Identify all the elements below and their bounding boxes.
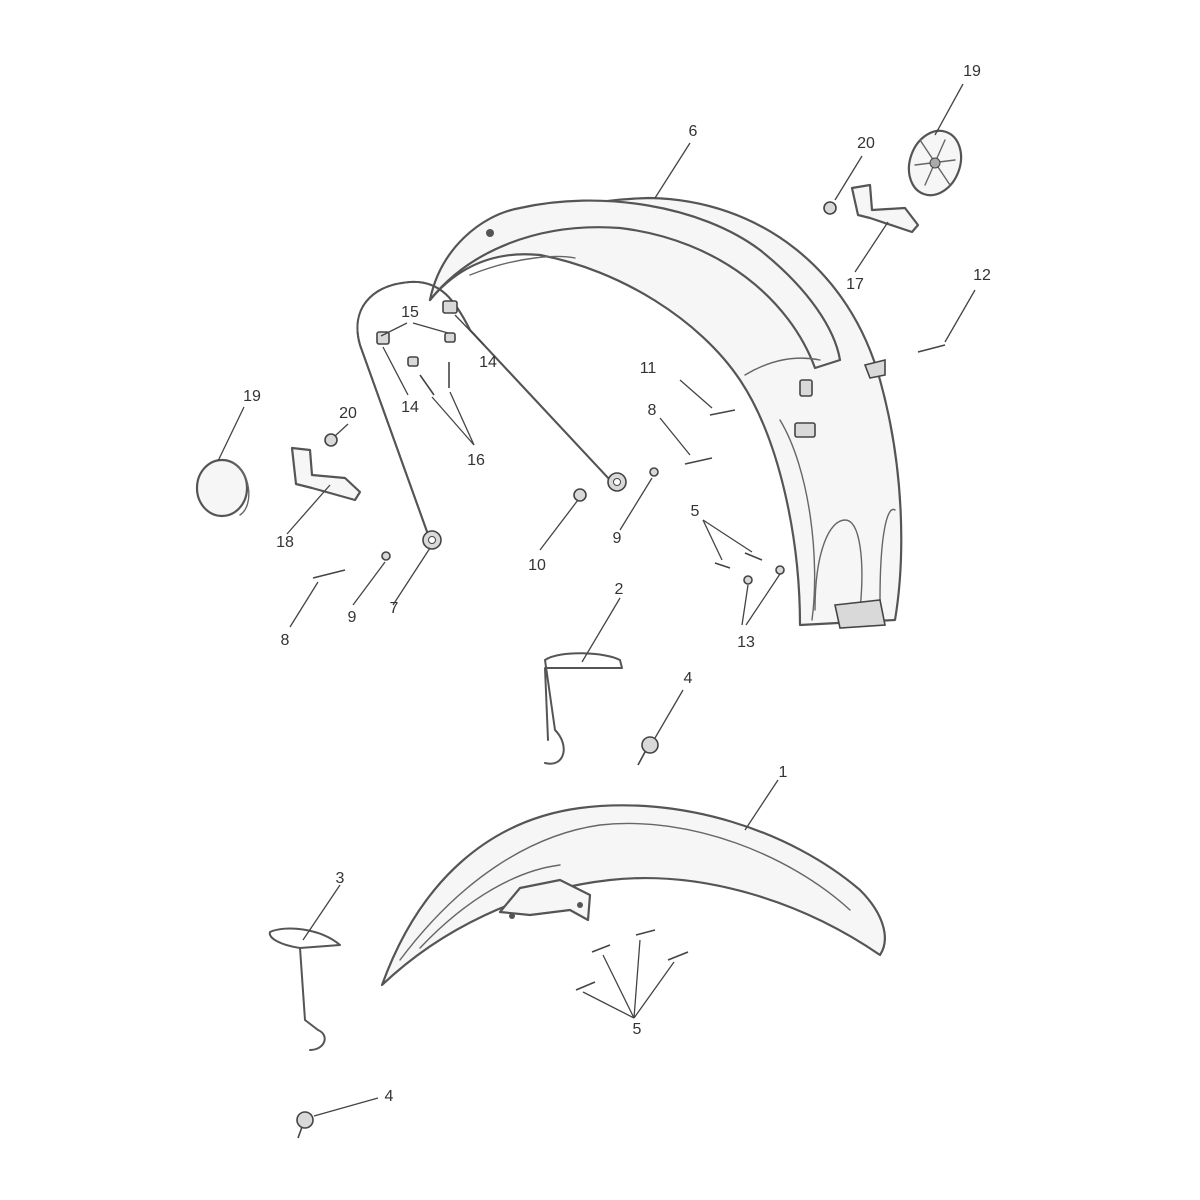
callout-1: 1 [779, 764, 788, 781]
part-7-fender-stay [356, 280, 627, 550]
callout-9-left: 9 [348, 609, 357, 626]
callout-12: 12 [973, 267, 991, 284]
callout-16: 16 [467, 452, 485, 469]
part-5-screws-front [575, 929, 689, 991]
callout-4-middle: 4 [684, 670, 693, 687]
callout-19-top: 19 [963, 63, 981, 80]
callout-6: 6 [689, 123, 698, 140]
callout-labels: 6 19 20 17 12 15 14 14 16 11 8 19 20 18 … [243, 63, 991, 1105]
callout-17: 17 [846, 276, 864, 293]
callout-20-top: 20 [857, 135, 875, 152]
callout-5-upper: 5 [691, 503, 700, 520]
callout-20-left: 20 [339, 405, 357, 422]
callout-14-left: 14 [401, 399, 419, 416]
callout-15: 15 [401, 304, 419, 321]
callout-10: 10 [528, 557, 546, 574]
hardware-screws-washers [312, 344, 946, 585]
part-19-reflector-top [907, 129, 963, 197]
part-18-bracket [290, 446, 362, 502]
part-1-front-fender [380, 804, 886, 987]
hardware-14-15-16 [376, 300, 458, 396]
callout-5-lower: 5 [633, 1021, 642, 1038]
callout-4-bottom: 4 [385, 1088, 394, 1105]
part-6-rear-fender [428, 196, 903, 629]
callout-14-right: 14 [479, 354, 497, 371]
part-2-wire-clip [544, 652, 623, 765]
callout-8-left: 8 [281, 632, 290, 649]
part-20-nut-left [324, 433, 338, 447]
part-19-reflector-left [195, 458, 250, 518]
part-4-screw-middle [637, 736, 659, 766]
callout-8-right: 8 [648, 402, 657, 419]
callout-3: 3 [336, 870, 345, 887]
callout-7: 7 [390, 600, 399, 617]
callout-9-right: 9 [613, 530, 622, 547]
part-4-screw-bottom [296, 1111, 314, 1139]
callout-13: 13 [737, 634, 755, 651]
callout-18: 18 [276, 534, 294, 551]
callout-11: 11 [640, 360, 657, 377]
callout-19-left: 19 [243, 388, 261, 405]
callout-2: 2 [615, 581, 624, 598]
leader-lines [217, 83, 976, 1117]
part-20-nut-top [823, 201, 837, 215]
part-17-bracket [850, 183, 920, 234]
part-3-wire-clip [268, 927, 341, 1051]
